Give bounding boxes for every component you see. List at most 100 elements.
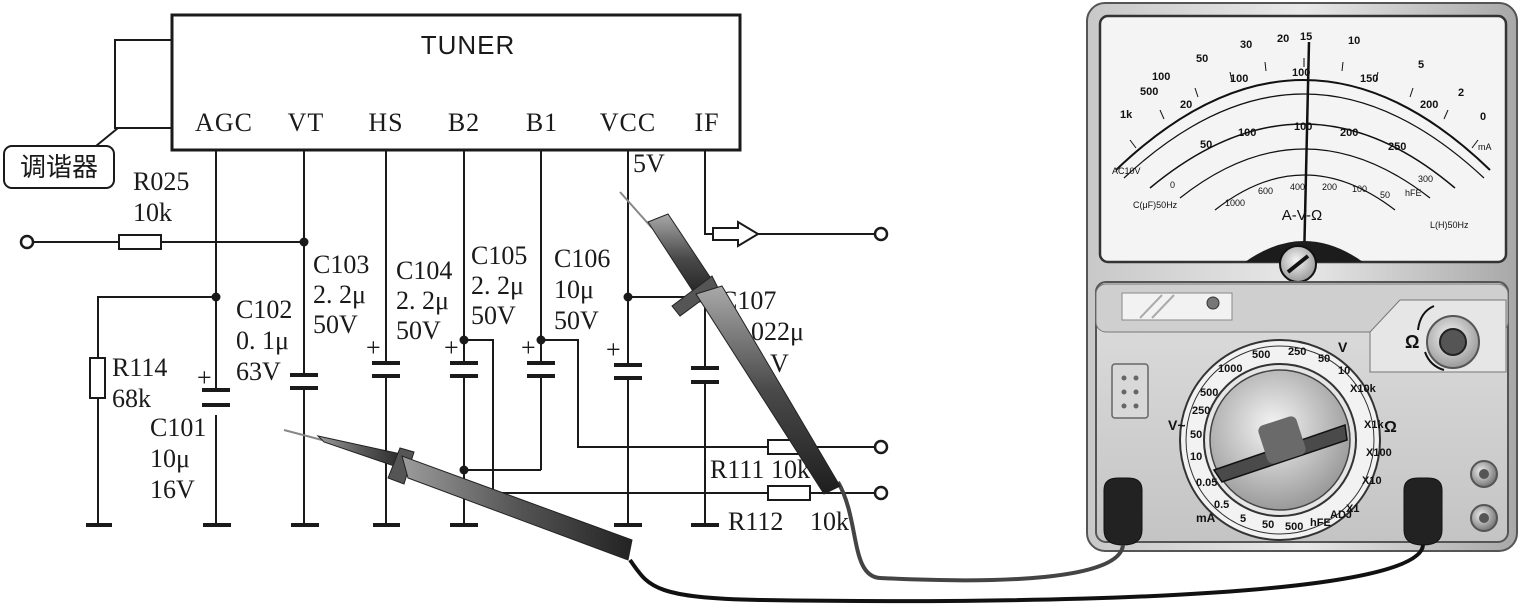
c101-name: C101 [150,413,206,442]
svg-text:+: + [444,333,459,362]
svg-text:0: 0 [1170,180,1175,190]
svg-text:0.05: 0.05 [1196,477,1217,489]
svg-text:X1k: X1k [1364,419,1384,431]
svg-text:mA: mA [1196,511,1216,525]
probe-red[interactable] [619,191,841,495]
capacitor-c101: + [197,363,230,407]
svg-text:500: 500 [1140,86,1158,98]
c101-voltage: 16V [150,475,195,504]
meter-scale-face: 1k 500 100 50 30 20 15 10 5 2 0 20 100 1… [1112,31,1492,263]
r025-name: R025 [133,167,189,196]
svg-text:X1: X1 [1346,503,1359,515]
svg-text:V~: V~ [1168,417,1186,433]
svg-text:50: 50 [1318,353,1330,365]
svg-text:50: 50 [1200,139,1212,151]
ohm-knob-label: Ω [1405,332,1419,352]
tuner-block: TUNER AGC VT HS B2 B1 VCC IF [114,13,742,152]
svg-text:+: + [521,333,536,362]
c107-value: 022μ [751,317,804,346]
capacitor-c102 [290,373,318,390]
svg-text:V: V [1338,339,1348,355]
r025-value: 10k [133,198,172,227]
svg-text:+: + [197,363,212,392]
vcc-voltage: 5V [633,149,665,178]
svg-text:1k: 1k [1120,109,1133,121]
svg-text:200: 200 [1340,127,1358,139]
svg-text:50: 50 [1196,53,1208,65]
c103-name: C103 [313,250,369,279]
pin-if: IF [694,108,719,137]
c104-voltage: 50V [396,316,441,345]
capacitors: + + + + + [197,333,719,407]
svg-text:1000: 1000 [1218,363,1242,375]
probe-leads [628,480,1425,604]
circuit-wires [19,150,889,527]
svg-text:2: 2 [1458,87,1464,99]
c102-voltage: 63V [236,357,281,386]
svg-text:30: 30 [1240,39,1252,51]
capacitor-c106: + [606,335,642,380]
svg-text:200: 200 [1322,182,1337,192]
svg-text:50: 50 [1262,519,1274,531]
positive-plug[interactable] [1403,477,1443,546]
r114-value: 68k [112,384,151,413]
common-plug[interactable] [1103,477,1143,546]
pin-b1: B1 [526,108,558,137]
svg-text:+: + [606,335,621,364]
tuner-title: TUNER [421,30,516,60]
c103-value: 2. 2μ [313,280,366,309]
svg-text:L(H)50Hz: L(H)50Hz [1430,220,1469,230]
svg-text:500: 500 [1285,521,1303,533]
svg-text:5: 5 [1240,513,1246,525]
r112-name: R112 [728,507,783,536]
c105-voltage: 50V [471,301,516,330]
capacitor-c107 [691,366,719,384]
pin-vcc: VCC [600,108,656,137]
svg-text:AC10V: AC10V [1112,166,1141,176]
svg-text:250: 250 [1288,346,1306,358]
svg-text:20: 20 [1277,33,1289,45]
svg-text:5: 5 [1418,59,1424,71]
svg-text:200: 200 [1420,99,1438,111]
svg-text:X100: X100 [1366,447,1392,459]
tuner-callout: 调谐器 [3,127,119,189]
svg-text:100: 100 [1294,121,1312,133]
svg-text:500: 500 [1252,349,1270,361]
svg-text:15: 15 [1300,31,1312,43]
svg-text:X10k: X10k [1350,383,1377,395]
probe-black[interactable] [283,429,633,561]
svg-text:100: 100 [1230,73,1248,85]
c102-value: 0. 1μ [236,326,289,355]
capacitor-c103: + [366,333,400,378]
pin-hs: HS [368,108,403,137]
svg-text:hFE: hFE [1405,188,1422,198]
svg-text:100: 100 [1352,184,1367,194]
svg-text:0.5: 0.5 [1214,499,1229,511]
svg-text:500: 500 [1200,387,1218,399]
svg-text:10: 10 [1190,451,1202,463]
svg-text:C(μF)50Hz: C(μF)50Hz [1133,200,1178,210]
capacitor-c104: + [444,333,478,378]
svg-text:mA: mA [1478,142,1492,152]
c105-value: 2. 2μ [471,271,524,300]
r112-value: 10k [810,507,849,536]
svg-text:ADJ: ADJ [1330,509,1352,521]
c106-name: C106 [554,244,610,273]
pin-agc: AGC [195,108,253,137]
svg-text:10: 10 [1338,365,1350,377]
svg-text:400: 400 [1290,182,1305,192]
c101-value: 10μ [150,444,190,473]
svg-text:250: 250 [1192,405,1210,417]
svg-text:250: 250 [1388,141,1406,153]
pin-b2: B2 [448,108,480,137]
c107-voltage: V [770,349,789,378]
callout-text: 调谐器 [20,152,98,182]
svg-text:100: 100 [1152,71,1170,83]
svg-text:50: 50 [1380,190,1390,200]
svg-text:hFE: hFE [1310,517,1331,529]
c104-name: C104 [396,256,452,285]
range-selector-dial[interactable]: 1000 500 250 50 10 V X10k X1k X100 X10 X… [1168,339,1397,541]
svg-text:100: 100 [1238,127,1256,139]
svg-text:300: 300 [1418,174,1433,184]
svg-text:600: 600 [1258,186,1273,196]
